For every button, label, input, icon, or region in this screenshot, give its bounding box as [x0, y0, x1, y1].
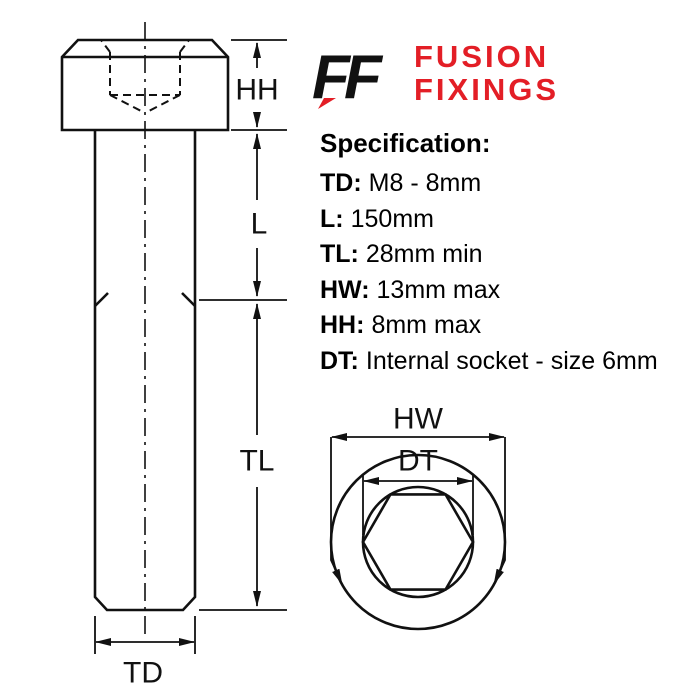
spec-key: TD: — [320, 169, 362, 197]
label-thread-length: TL — [239, 445, 274, 478]
label-head-height: HH — [235, 74, 278, 107]
socket-hidden-lines — [100, 39, 190, 114]
side-view-drawing: HH L TL TD — [60, 22, 287, 690]
spec-row-l: L:150mm — [320, 202, 658, 238]
screw-shank-outline — [93, 130, 197, 612]
spec-value: 8mm max — [371, 311, 482, 339]
spec-value: 150mm — [350, 204, 434, 233]
spec-row-tl: TL:28mm min — [320, 237, 658, 273]
spec-value: M8 - 8mm — [368, 169, 482, 197]
dimension-head-width: HW — [330, 403, 506, 585]
spec-key: TL: — [320, 240, 359, 268]
spec-key: L: — [320, 204, 344, 233]
spec-row-hw: HW:13mm max — [320, 273, 658, 309]
spec-value: 13mm max — [376, 275, 501, 304]
label-socket-size: DT — [398, 445, 438, 478]
svg-text:F: F — [312, 43, 352, 112]
spec-key: HH: — [320, 311, 365, 339]
thread-start-marks — [94, 292, 196, 307]
brand-name: FUSION FIXINGS — [414, 40, 559, 106]
spec-value: 28mm min — [365, 240, 483, 268]
spec-value: Internal socket - size 6mm — [365, 346, 658, 375]
specification-panel: Specification: TD:M8 - 8mm L:150mm TL:28… — [320, 126, 658, 379]
specification-heading: Specification: — [320, 128, 491, 158]
brand-logo: F F FUSION FIXINGS — [312, 38, 559, 112]
spec-row-td: TD:M8 - 8mm — [320, 166, 658, 202]
dimension-thread-length: TL — [239, 303, 275, 607]
spec-row-hh: HH:8mm max — [320, 308, 658, 344]
dimension-socket-size: DT — [362, 445, 474, 535]
top-view-drawing: HW DT — [329, 403, 507, 631]
dimension-head-height: HH — [235, 42, 279, 128]
socket-circle — [361, 485, 475, 599]
dimension-thread-diameter: TD — [95, 638, 195, 690]
brand-name-line2: FIXINGS — [414, 72, 560, 107]
spec-row-dt: DT:Internal socket - size 6mm — [320, 344, 658, 380]
double-f-screw-icon: F F — [312, 43, 384, 112]
socket-hexagon — [361, 493, 475, 591]
label-head-width: HW — [393, 403, 444, 436]
brand-name-line1: FUSION — [414, 39, 550, 74]
svg-text:F: F — [344, 43, 384, 112]
spec-key: DT: — [320, 346, 359, 375]
screw-head-outline — [60, 38, 230, 132]
dimension-length: L — [251, 133, 268, 297]
label-length: L — [251, 208, 268, 241]
extension-lines — [94, 39, 287, 654]
spec-key: HW: — [320, 275, 370, 304]
label-thread-diameter: TD — [123, 657, 163, 690]
